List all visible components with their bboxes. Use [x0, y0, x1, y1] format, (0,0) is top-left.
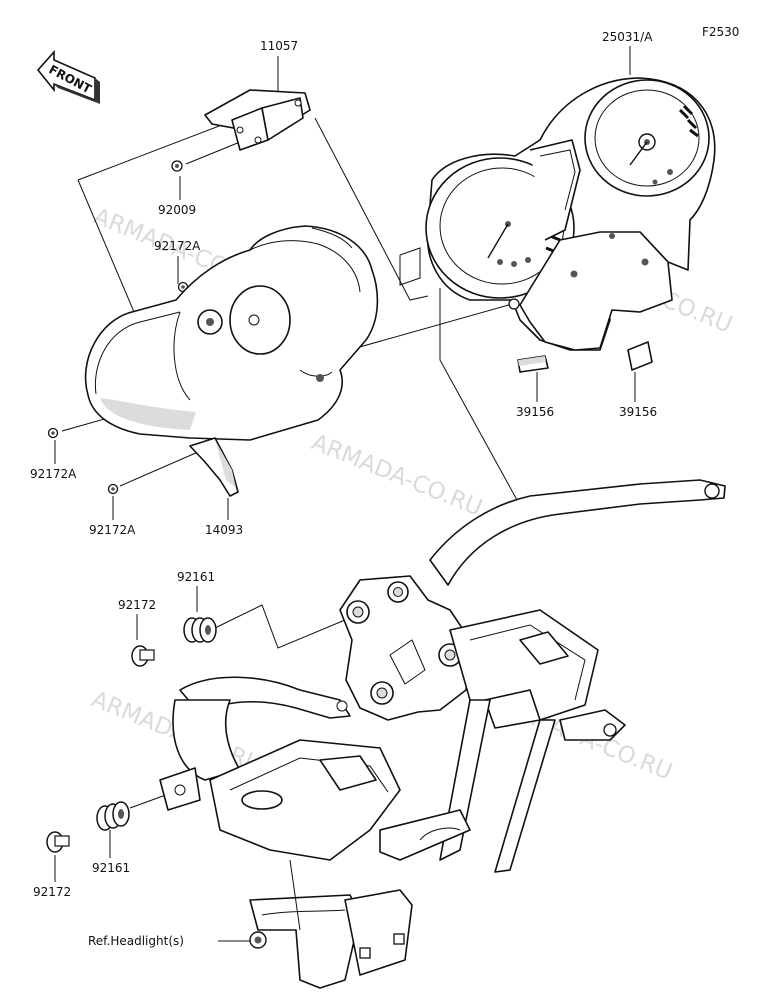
screw-92172A-bottom	[107, 483, 119, 495]
part-label-92161-bottom[interactable]: 92161	[92, 861, 130, 875]
collar-92172-top	[131, 645, 155, 667]
collar-92172-bottom	[46, 831, 70, 853]
cover-14093	[189, 437, 239, 497]
part-label-39156-right[interactable]: 39156	[619, 405, 657, 419]
part-label-92172A-bottom[interactable]: 92172A	[89, 523, 136, 537]
pad-39156-right	[627, 341, 653, 371]
part-label-92172A-left[interactable]: 92172A	[30, 467, 77, 481]
grommet-92161-top	[183, 617, 217, 643]
bracket-11057	[204, 89, 311, 151]
part-label-11057[interactable]: 11057	[260, 39, 298, 53]
part-label-92009[interactable]: 92009	[158, 203, 196, 217]
screw-92009	[171, 160, 183, 172]
part-label-14093[interactable]: 14093	[205, 523, 243, 537]
part-label-92172-bottom[interactable]: 92172	[33, 885, 71, 899]
front-arrow-icon: FRONT	[36, 49, 100, 104]
part-label-92172A-top[interactable]: 92172A	[154, 239, 201, 253]
meter-stay-bracket	[159, 479, 726, 989]
ref-headlight-label[interactable]: Ref.Headlight(s)	[88, 934, 184, 948]
grommet-92161-bottom	[96, 801, 130, 831]
meter-assembly	[425, 77, 716, 351]
part-label-25031A[interactable]: 25031/A	[602, 30, 653, 44]
part-label-92161-top[interactable]: 92161	[177, 570, 215, 584]
diagram-code: F2530	[702, 25, 739, 39]
part-label-92172-top[interactable]: 92172	[118, 598, 156, 612]
pad-39156-left	[517, 355, 549, 373]
watermark: ARMADA-CO.RU	[308, 429, 486, 521]
part-label-39156-left[interactable]: 39156	[516, 405, 554, 419]
meter-cover	[84, 225, 379, 441]
screw-92172A-left	[47, 427, 59, 439]
